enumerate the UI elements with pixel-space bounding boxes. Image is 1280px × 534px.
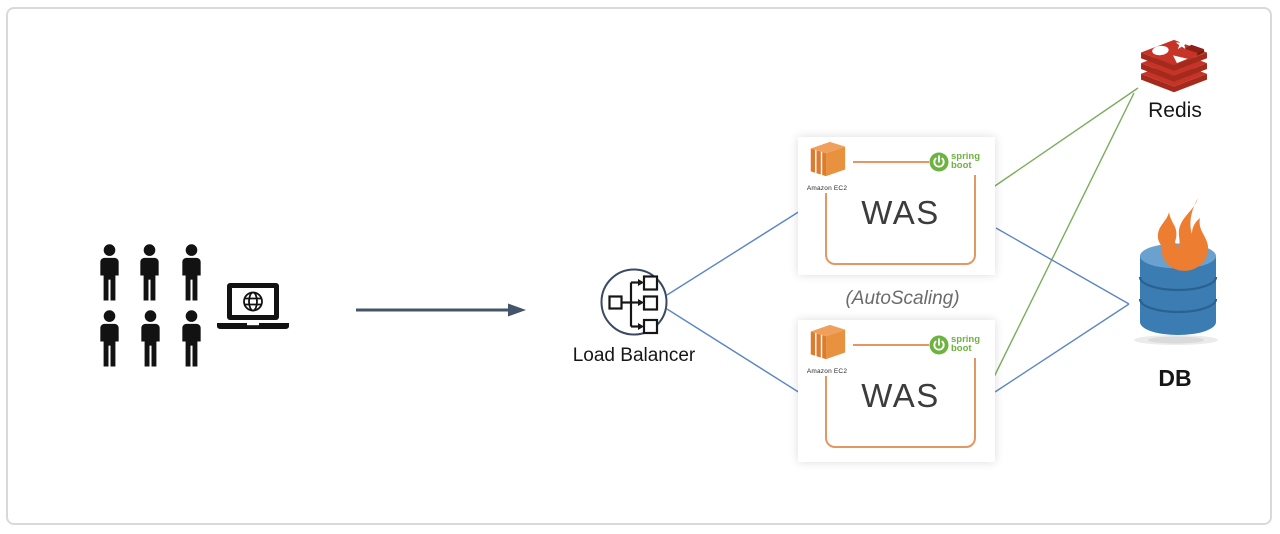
was-card-border xyxy=(825,344,976,448)
was-top-to-redis-line xyxy=(991,87,1139,189)
db-label: DB xyxy=(1158,365,1192,391)
arrow-head xyxy=(508,303,526,317)
was-bottom-to-redis-line xyxy=(989,92,1135,386)
db-cylinder-flame-icon xyxy=(1134,198,1218,345)
ec2-label: Amazon EC2 xyxy=(806,185,848,192)
redis-stack-icon xyxy=(1141,38,1207,93)
boot-word: boot xyxy=(951,342,972,354)
ec2-cube-icon xyxy=(810,324,846,360)
spring-leaf-icon xyxy=(929,335,949,354)
was-top-to-db-line xyxy=(995,227,1130,305)
user-icon xyxy=(97,244,122,301)
was-label: WAS xyxy=(861,377,940,414)
user-icon xyxy=(179,310,204,367)
user-icon xyxy=(138,310,163,367)
ec2-cube-icon xyxy=(810,141,846,177)
user-icon xyxy=(137,244,162,301)
was-label: WAS xyxy=(861,194,940,231)
lb-to-was-bottom-line xyxy=(666,308,801,394)
was-bottom-to-db-line xyxy=(994,303,1130,393)
redis-label: Redis xyxy=(1148,99,1202,122)
load-balancer-label: Load Balancer xyxy=(572,345,696,366)
was-card-border xyxy=(825,161,976,265)
laptop-globe-icon xyxy=(217,283,289,329)
boot-word: boot xyxy=(951,159,972,171)
ec2-label: Amazon EC2 xyxy=(806,368,848,375)
user-icon xyxy=(179,244,204,301)
canvas-frame-border xyxy=(6,7,1272,525)
amazon-ec2-icon: Amazon EC2 xyxy=(801,321,853,376)
load-balancer-fanout-icon xyxy=(600,268,668,336)
spring-word: spring xyxy=(951,334,981,345)
user-icon xyxy=(97,310,122,367)
autoscaling-label: (AutoScaling) xyxy=(845,288,960,309)
amazon-ec2-icon: Amazon EC2 xyxy=(801,138,853,193)
spring-word: spring xyxy=(951,151,981,162)
lb-to-was-top-line xyxy=(666,210,801,296)
spring-leaf-icon xyxy=(929,152,949,171)
